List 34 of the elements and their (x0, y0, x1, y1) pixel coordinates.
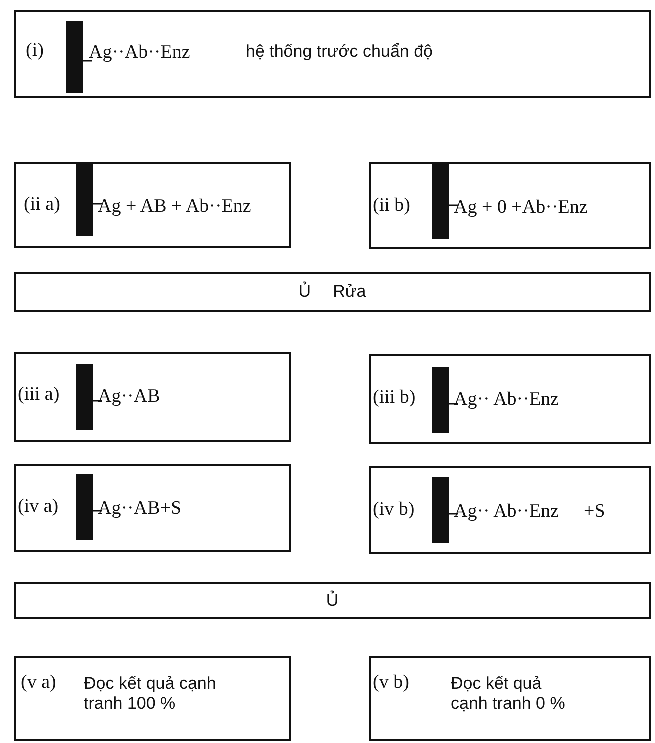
step-band (14, 582, 651, 619)
step-description: Đọc kết quả cạnh tranh 0 % (451, 674, 566, 715)
reaction-formula: Ag·· Ab··Enz (454, 501, 559, 524)
reaction-formula: Ag + AB + Ab··Enz (98, 196, 252, 219)
step-number: (iii b) (373, 387, 416, 410)
step-box (14, 352, 291, 442)
step-box (14, 656, 291, 741)
step-number: (iv b) (373, 499, 415, 522)
step-box (14, 10, 651, 98)
reaction-formula: Ag··Ab··Enz (89, 42, 190, 65)
step-box (369, 354, 651, 444)
step-description: Đọc kết quả cạnh tranh 100 % (84, 674, 218, 715)
reaction-formula: Ag + 0 +Ab··Enz (454, 197, 588, 220)
step-box (14, 464, 291, 552)
step-label: Rửa (333, 282, 366, 302)
step-number: (iv a) (18, 496, 59, 519)
step-number: (i) (26, 40, 44, 63)
step-number: (ii b) (373, 195, 410, 218)
step-description: hệ thống trước chuẩn độ (246, 42, 433, 62)
step-number: (v a) (21, 672, 56, 695)
reaction-formula: Ag·· Ab··Enz (454, 389, 559, 412)
reaction-formula: Ag··AB+S (98, 498, 182, 521)
step-box (369, 466, 651, 554)
step-box (369, 162, 651, 249)
step-box (369, 656, 651, 741)
step-box (14, 162, 291, 248)
reaction-formula: +S (584, 501, 606, 524)
step-number: (ii a) (24, 194, 60, 217)
step-symbol: Ủ (326, 591, 339, 611)
step-symbol: Ủ (298, 282, 312, 302)
step-band (14, 272, 651, 312)
step-number: (v b) (373, 672, 410, 695)
step-number: (iii a) (18, 384, 60, 407)
reaction-formula: Ag··AB (98, 386, 160, 409)
